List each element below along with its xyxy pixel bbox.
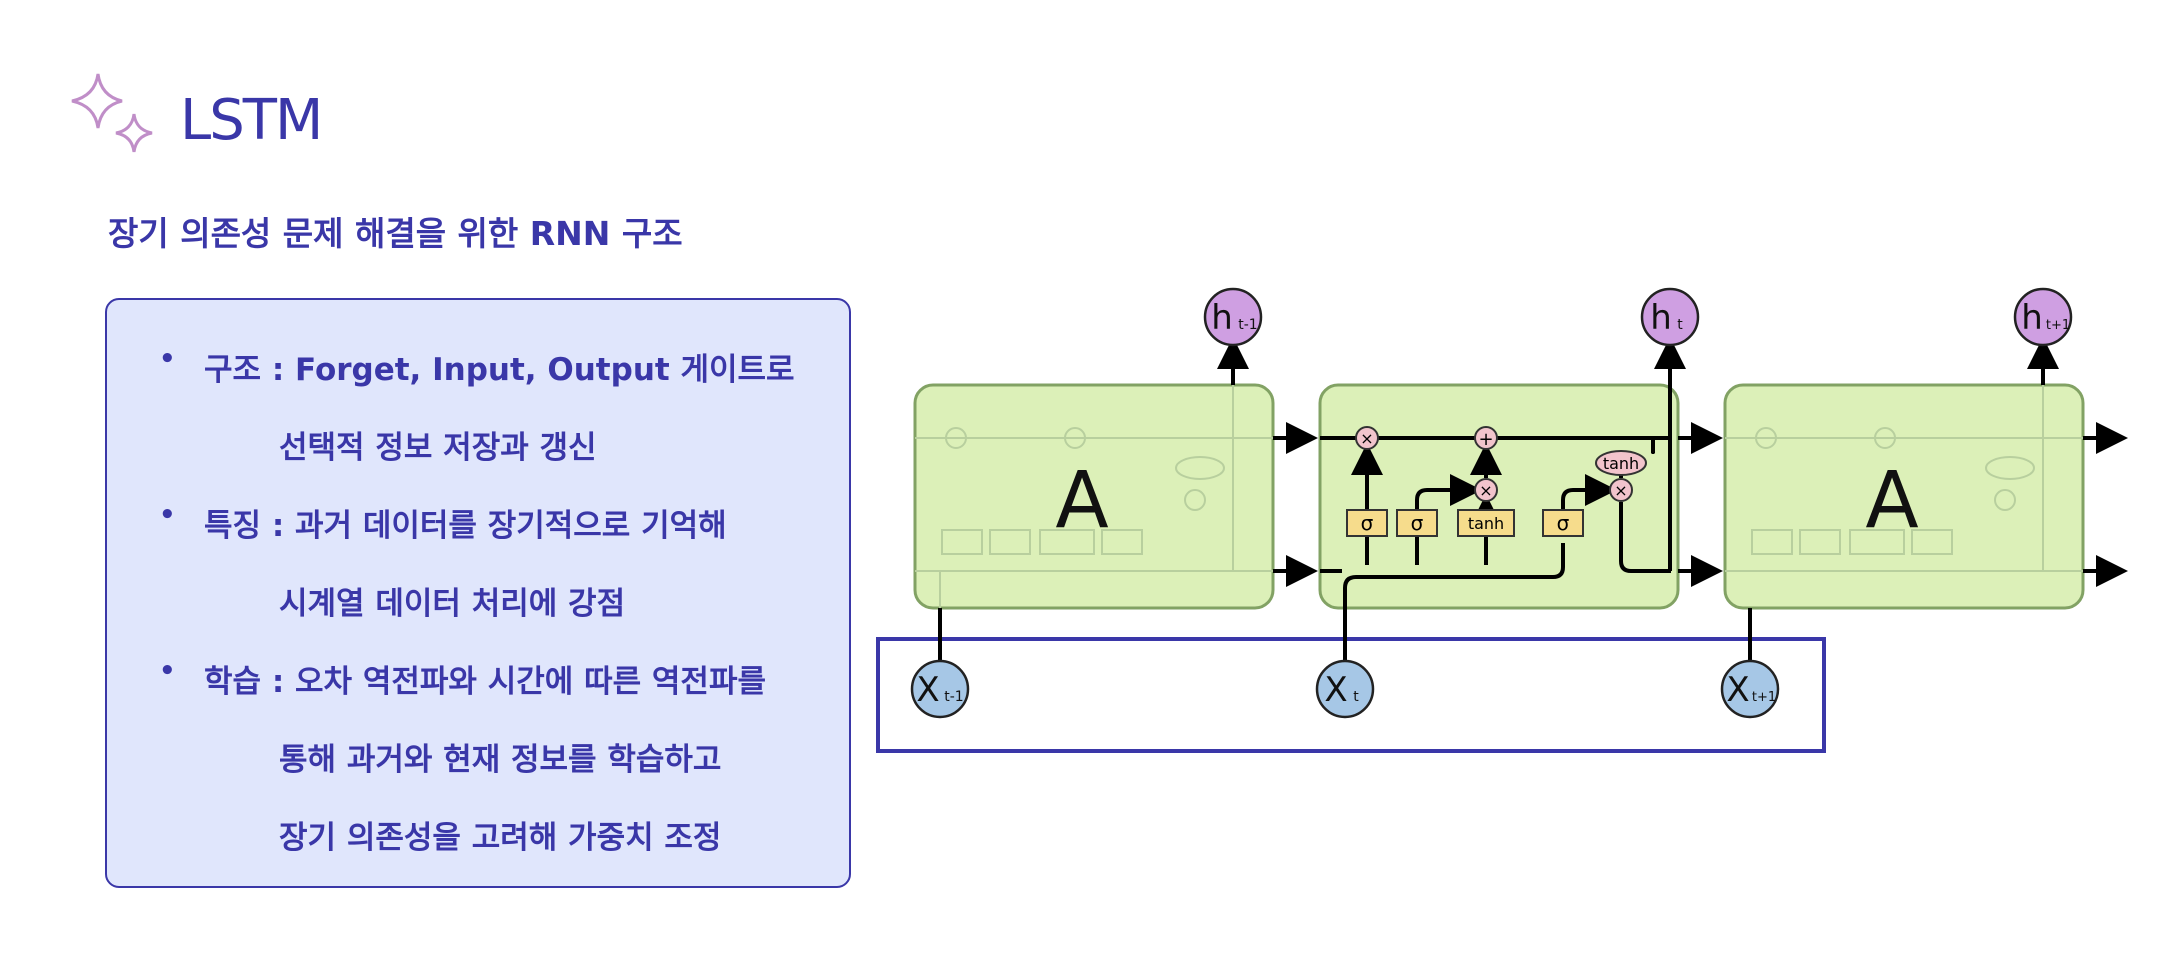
bullet-icon: •: [159, 344, 176, 374]
node-base: h: [1650, 298, 1672, 338]
gate-output: σ: [1542, 509, 1584, 537]
input-highlight-box: [876, 637, 1826, 753]
node-base: h: [1211, 298, 1233, 338]
bullet-lead: 특징 : 과거 데이터를 장기적으로 기억해: [204, 508, 727, 544]
node-subscript: t: [1677, 317, 1683, 333]
page-title: LSTM: [180, 88, 323, 153]
node-base: X: [1324, 670, 1347, 710]
page-subtitle: 장기 의존성 문제 해결을 위한 RNN 구조: [108, 214, 683, 253]
input-node-x-current: X t: [1315, 659, 1375, 719]
tanh-op: tanh: [1595, 450, 1647, 476]
node-subscript: t-1: [944, 689, 963, 705]
svg-text:X: X: [1726, 670, 1749, 710]
cell-label: A: [1055, 456, 1108, 546]
svg-text:X: X: [1324, 670, 1347, 710]
add-op: +: [1474, 426, 1498, 450]
op-symbol: tanh: [1603, 454, 1639, 473]
multiply-op-forget: ×: [1355, 426, 1379, 450]
op-symbol: ×: [1479, 481, 1492, 500]
bullet-continuation-text: 통해 과거와 현재 정보를 학습하고: [279, 742, 722, 778]
bullet-continuation-text: 시계열 데이터 처리에 강점: [279, 586, 626, 622]
bullet-lead: 구조 : Forget, Input, Output 게이트로: [204, 352, 795, 388]
node-subscript: t: [1353, 689, 1359, 705]
node-base: X: [1726, 670, 1749, 710]
multiply-op-input: ×: [1474, 478, 1498, 502]
svg-text:h: h: [1650, 298, 1672, 338]
gate-forget: σ: [1346, 509, 1388, 537]
cell-label: A: [1865, 456, 1918, 546]
lstm-diagram: A A: [876, 287, 2128, 753]
sparkle-icon: [71, 73, 153, 153]
output-node-h-prev: h t-1: [1203, 287, 1263, 347]
node-subscript: t-1: [1238, 317, 1257, 333]
node-base: X: [916, 670, 939, 710]
node-base: h: [2021, 298, 2043, 338]
gate-label: tanh: [1468, 514, 1504, 533]
op-symbol: +: [1478, 429, 1493, 450]
bullet-lead: 학습 : 오차 역전파와 시간에 따른 역전파를: [204, 664, 766, 700]
bullet-continuation-text: 선택적 정보 저장과 갱신: [279, 430, 597, 466]
bullet-icon: •: [159, 500, 176, 530]
lstm-cell-previous: A: [913, 383, 1275, 610]
op-symbol: ×: [1360, 429, 1373, 448]
op-symbol: ×: [1614, 481, 1627, 500]
bullet-continuation-text: 장기 의존성을 고려해 가중치 조정: [279, 820, 722, 856]
svg-text:h: h: [1211, 298, 1233, 338]
input-node-x-next: X t+1: [1720, 659, 1780, 719]
svg-text:X: X: [916, 670, 939, 710]
node-subscript: t+1: [1752, 690, 1776, 705]
multiply-op-output: ×: [1609, 478, 1633, 502]
gate-candidate: tanh: [1457, 509, 1515, 537]
output-node-h-current: h t: [1640, 287, 1700, 347]
gate-input: σ: [1396, 509, 1438, 537]
description-panel: • 구조 : Forget, Input, Output 게이트로 선택적 정보…: [105, 298, 851, 888]
gate-label: σ: [1361, 511, 1374, 535]
lstm-cell-next: A: [1723, 383, 2085, 610]
bullet-icon: •: [159, 656, 176, 686]
gate-label: σ: [1557, 511, 1570, 535]
input-node-x-prev: X t-1: [910, 659, 970, 719]
node-subscript: t+1: [2046, 318, 2070, 333]
output-node-h-next: h t+1: [2013, 287, 2073, 347]
svg-text:h: h: [2021, 298, 2043, 338]
gate-label: σ: [1411, 511, 1424, 535]
